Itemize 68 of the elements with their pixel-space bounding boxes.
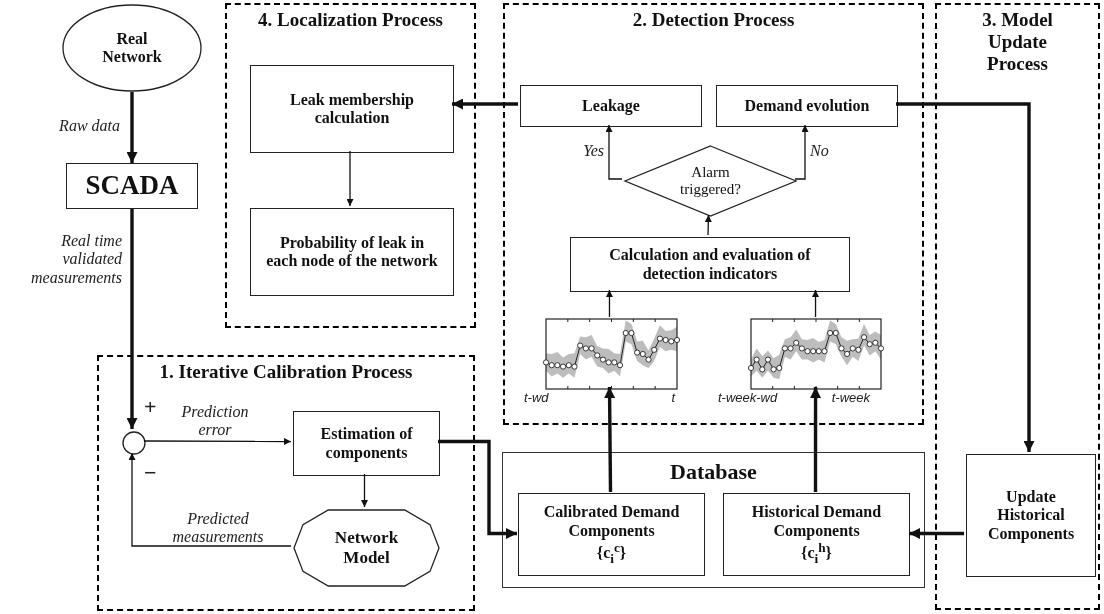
arrow [604,387,616,492]
edge-label: Predicted measurements [171,510,265,547]
process-box [250,208,454,296]
edge-label: Prediction error [180,403,250,440]
dashed-process-frame [225,3,476,328]
arrow [909,528,964,539]
process-box [716,85,898,127]
ellipse-node [62,4,202,92]
node-label: Alarm triggered? [679,163,742,199]
process-box [570,237,850,292]
process-box [518,493,705,576]
arrow [143,438,292,445]
section-title: 2. Detection Process [632,9,795,31]
edge-label: Yes [582,142,604,161]
arrow [126,209,138,429]
edge-label: No [810,142,830,161]
axis-label: t-week [831,390,870,405]
summing-junction-circle [122,431,146,455]
database-panel [502,452,925,588]
node-label: Real Network [101,29,163,67]
arrow [128,452,292,547]
arrow [452,98,518,110]
arrow [605,289,613,318]
arrow [438,439,517,539]
node-label: Historical Demand Components [750,503,883,540]
process-box [293,411,440,476]
decision-diamond [624,145,797,217]
edge-label: Real time validated measurements [30,232,122,288]
node-label: Demand evolution [744,96,870,116]
axis-label: t [671,390,675,405]
arrow [704,214,712,236]
arrow [126,92,138,163]
dashed-process-frame [935,3,1100,610]
axis-label: t-wd [524,390,549,405]
section-title: 4. Localization Process [258,9,443,31]
octagon-node [293,509,440,587]
arrow [794,124,809,180]
node-label: Calibrated Demand Components [542,503,681,540]
node-label: Leakage [582,96,640,116]
process-box [66,163,198,209]
process-box [250,65,454,153]
arrow [810,387,822,492]
formula-label: {c$_{i}$$^{c}$} [596,539,627,566]
arrow [896,102,1035,452]
formula-label: {c$_{i}$$^{h}$} [801,539,832,566]
node-label: Estimation of components [319,425,414,462]
section-title: Database [670,459,757,485]
node-label: Calculation and evaluation of detection indicators [608,246,812,283]
arrow [605,124,623,180]
node-label: SCADA [85,170,179,202]
dashed-process-frame [503,3,924,425]
arrow [346,150,354,207]
dashed-process-frame [97,355,475,611]
section-title: 1. Iterative Calibration Process [159,361,413,383]
sign-label: − [144,462,157,484]
edge-label: Raw data [58,117,120,136]
node-label: Leak membership calculation [289,90,415,128]
process-box [520,85,702,127]
axis-label: t-week-wd [718,390,778,405]
node-label: Update Historical Components [986,487,1076,544]
node-label: Network Model [333,528,400,568]
process-box [966,454,1096,577]
arrow [812,289,820,318]
process-box [723,493,910,576]
arrow [361,473,368,508]
section-title: 3. Model Update Process [981,9,1054,75]
node-label: Probability of leak in each node of the network [265,233,439,271]
sign-label: + [144,396,157,418]
